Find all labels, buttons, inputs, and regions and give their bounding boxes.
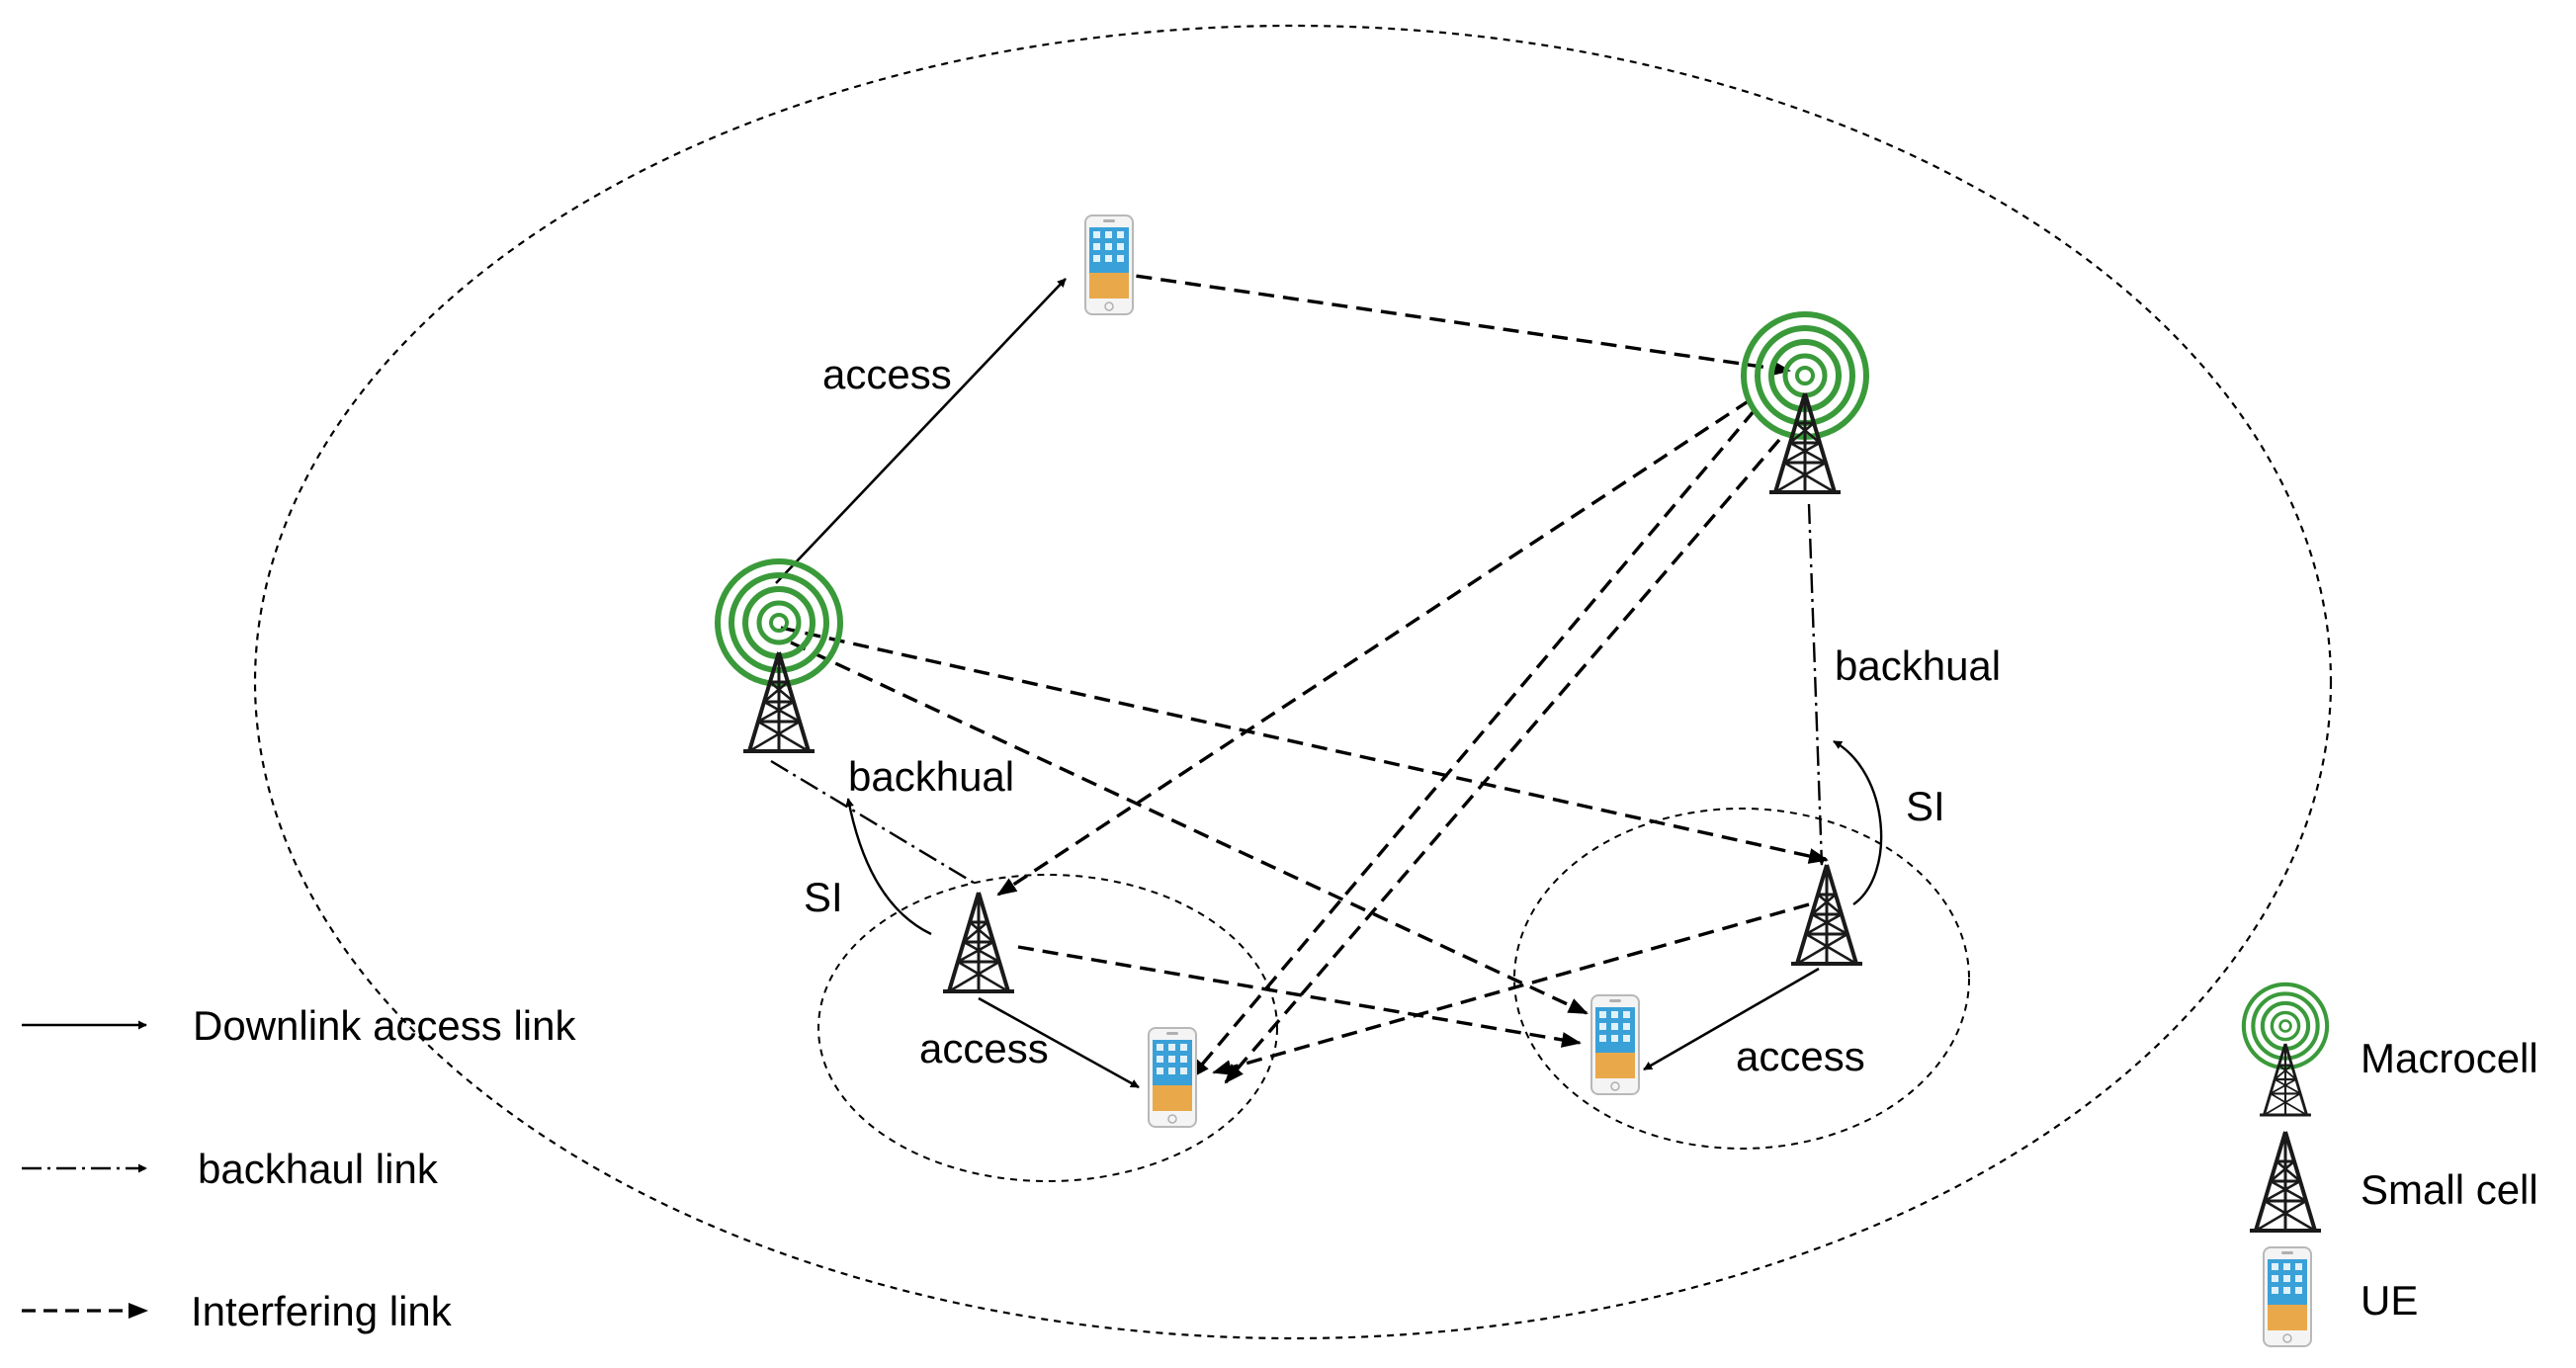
interfering-link-3 bbox=[1189, 408, 1757, 1079]
ue-icon bbox=[2263, 1246, 2312, 1347]
interfering-links bbox=[780, 263, 1829, 1084]
legend-macrocell-label: Macrocell bbox=[2361, 1035, 2538, 1081]
label-si-left: SI bbox=[804, 874, 843, 920]
small-cell-right bbox=[1789, 863, 1864, 966]
label-access-top: access bbox=[822, 351, 952, 397]
small-cell-icon bbox=[2248, 1130, 2323, 1233]
label-si-right: SI bbox=[1906, 783, 1945, 829]
legend-interfering-label: Interfering link bbox=[191, 1288, 453, 1334]
macrocell-icon bbox=[2244, 984, 2327, 1117]
interfering-link-4 bbox=[1224, 438, 1781, 1084]
interfering-link-6 bbox=[790, 641, 1589, 1015]
macrocell-right bbox=[1744, 314, 1866, 494]
backhaul-links bbox=[770, 503, 1827, 885]
access-link-small-right-to-ue-bottom-right bbox=[1643, 967, 1820, 1071]
ue-bottom-right bbox=[1590, 994, 1640, 1095]
small-cell-right-boundary bbox=[1513, 808, 1970, 1150]
legend-nodes: Macrocell Small cell UE bbox=[2244, 984, 2538, 1347]
macro-coverage-boundary bbox=[253, 24, 2333, 1340]
si-arc-left bbox=[845, 798, 932, 936]
legend-small-cell-label: Small cell bbox=[2361, 1166, 2538, 1213]
backhaul-link-macro-left-to-small-left bbox=[770, 759, 975, 885]
access-link-small-left-to-ue-bottom-left bbox=[978, 996, 1140, 1089]
interfering-link-5 bbox=[780, 626, 1829, 864]
legend-ue-label: UE bbox=[2361, 1277, 2418, 1324]
ue-top bbox=[1084, 214, 1134, 315]
label-access-right: access bbox=[1736, 1033, 1865, 1079]
legend-downlink-label: Downlink access link bbox=[193, 1002, 576, 1049]
si-arc-right bbox=[1833, 739, 1883, 905]
interfering-link-7 bbox=[1017, 945, 1582, 1048]
downlink-access-links bbox=[775, 278, 1820, 1089]
label-backhual-left: backhual bbox=[848, 753, 1014, 800]
label-backhual-right: backhual bbox=[1835, 642, 2001, 689]
backhaul-link-macro-right-to-small-right bbox=[1807, 503, 1827, 866]
legend-links: Downlink access link backhaul link Inter… bbox=[22, 1002, 576, 1334]
legend-backhaul-label: backhaul link bbox=[198, 1146, 439, 1192]
interfering-link-2 bbox=[996, 398, 1751, 897]
ue-bottom-left bbox=[1148, 1027, 1197, 1128]
small-cell-left-boundary bbox=[817, 874, 1278, 1182]
access-link-macro-left-to-ue-top bbox=[775, 278, 1067, 584]
small-cell-left bbox=[941, 891, 1016, 993]
label-access-left: access bbox=[919, 1025, 1049, 1071]
interfering-link-1 bbox=[1085, 263, 1791, 377]
interfering-link-8 bbox=[1212, 902, 1810, 1075]
